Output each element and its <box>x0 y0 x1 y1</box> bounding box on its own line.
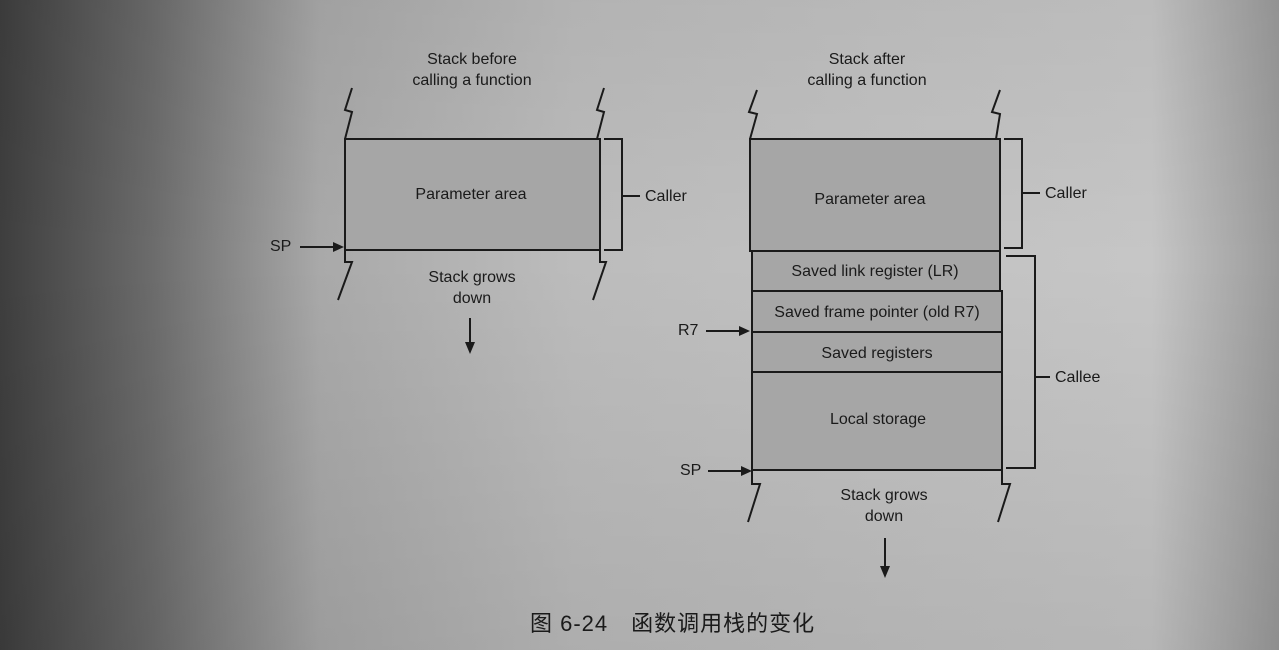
figure-caption: 图 6-24 函数调用栈的变化 <box>530 611 816 636</box>
left-parameter-area-box <box>344 138 601 251</box>
right-title-line2: calling a function <box>807 72 927 89</box>
saved-registers-label: Saved registers <box>821 345 933 362</box>
left-sp-label: SP <box>270 238 292 255</box>
callee-bracket <box>1006 255 1050 469</box>
local-storage-box <box>751 371 1003 471</box>
left-caller-bracket <box>604 138 640 251</box>
right-parameter-area-box <box>749 138 1001 252</box>
left-break-top-l <box>343 87 354 140</box>
local-storage-label: Local storage <box>829 411 927 428</box>
left-break-top-r <box>595 87 606 140</box>
right-grows-line1: Stack grows <box>840 487 928 504</box>
right-parameter-area-label: Parameter area <box>814 191 926 208</box>
left-stack-title: Stack before calling a function <box>412 49 531 91</box>
left-caller-label: Caller <box>645 188 687 205</box>
left-title-line1: Stack before <box>427 51 517 68</box>
right-title-line1: Stack after <box>828 51 906 68</box>
left-stack-grows-label: Stack grows down <box>428 267 515 309</box>
left-parameter-area-label: Parameter area <box>415 186 527 203</box>
left-break-bot-r <box>592 250 608 301</box>
callee-label: Callee <box>1055 369 1101 386</box>
left-grows-line2: down <box>452 290 492 307</box>
right-break-top-l <box>747 89 759 140</box>
right-caller-bracket <box>1004 138 1040 249</box>
left-grows-line1: Stack grows <box>428 269 516 286</box>
right-grows-line2: down <box>864 508 904 525</box>
right-break-top-r <box>990 89 1002 140</box>
right-sp-label: SP <box>680 462 702 479</box>
left-title-line2: calling a function <box>412 72 532 89</box>
saved-lr-box <box>751 250 1001 292</box>
right-break-bot-r <box>997 470 1012 523</box>
right-caller-label: Caller <box>1045 185 1087 202</box>
saved-lr-label: Saved link register (LR) <box>791 263 959 280</box>
right-break-bot-l <box>747 470 762 523</box>
right-stack-grows-label: Stack grows down <box>840 485 927 527</box>
r7-label: R7 <box>678 322 699 339</box>
saved-fp-label: Saved frame pointer (old R7) <box>774 304 980 321</box>
left-break-bot-l <box>337 250 354 301</box>
right-stack-title: Stack after calling a function <box>807 49 926 91</box>
